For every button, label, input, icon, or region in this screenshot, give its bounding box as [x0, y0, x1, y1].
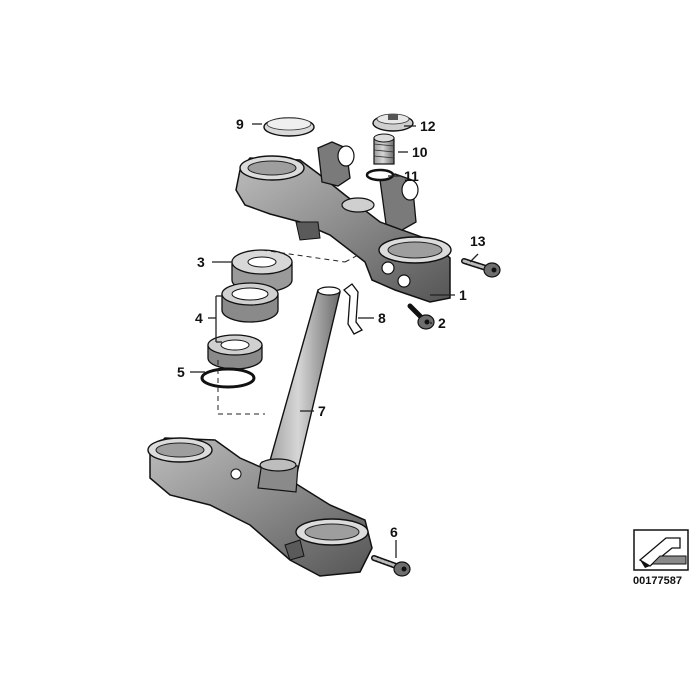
cap	[263, 117, 315, 137]
clamp-bolt-small	[407, 303, 435, 330]
label-part-1: 1	[459, 287, 467, 303]
washer-small	[365, 168, 395, 182]
assembly-guides	[217, 249, 361, 415]
label-part-4: 4	[195, 310, 203, 326]
label-part-10: 10	[412, 144, 428, 160]
lower-fork-bridge	[147, 286, 373, 577]
label-part-3: 3	[197, 254, 205, 270]
label-part-11: 11	[404, 168, 419, 184]
label-part-5: 5	[177, 364, 185, 380]
label-part-8: 8	[378, 310, 386, 326]
reference-number: 00177587	[633, 575, 682, 587]
sealing-ring	[200, 367, 256, 389]
label-part-13: 13	[470, 233, 486, 249]
upper-fork-bridge	[235, 141, 452, 303]
label-part-7: 7	[318, 403, 326, 419]
label-part-2: 2	[438, 315, 446, 331]
clamp-bolt-upper	[461, 258, 501, 278]
tapered-roller-bearing	[207, 282, 279, 370]
cap-nut	[372, 113, 414, 132]
clamp-bolt-lower	[371, 555, 411, 577]
label-part-9: 9	[236, 116, 244, 132]
spring-clip	[343, 283, 363, 335]
leader-lines	[190, 123, 479, 558]
direction-arrow-icon	[633, 529, 689, 571]
label-part-6: 6	[390, 524, 398, 540]
label-part-12: 12	[420, 118, 436, 134]
threaded-bolt	[373, 133, 395, 165]
